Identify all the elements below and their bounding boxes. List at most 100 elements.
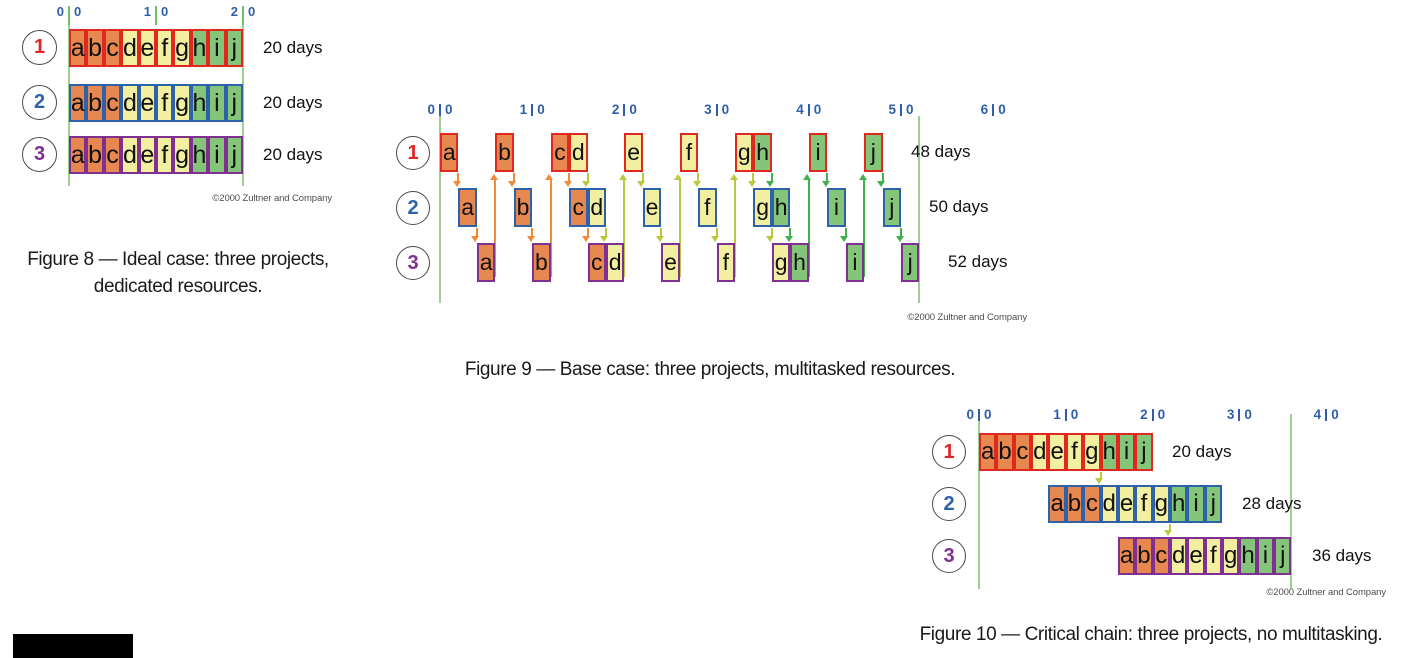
axis-tick-digit: 2 <box>1140 407 1148 422</box>
task-box: j <box>225 29 243 67</box>
axis-tick-digit: 0 <box>537 102 545 117</box>
dependency-arrow-shaft <box>623 179 626 277</box>
dependency-arrow-shaft <box>494 179 497 277</box>
axis-tick-digit: 0 <box>74 4 82 19</box>
task-box: j <box>864 133 883 172</box>
arrow-head <box>508 180 517 187</box>
task-box: b <box>86 84 104 122</box>
redaction-bar <box>13 634 133 658</box>
task-box: a <box>1048 485 1066 523</box>
arrow-head <box>655 235 664 242</box>
axis-tick-digit: 4 <box>796 102 804 117</box>
axis-tick-mark <box>978 409 980 421</box>
task-box: f <box>1065 433 1084 471</box>
dependency-arrow-shaft <box>457 173 460 182</box>
axis-tick-digit: 5 <box>888 102 896 117</box>
arrow-head <box>766 235 775 242</box>
task-box: i <box>1187 485 1205 523</box>
figure-10-caption: Figure 10 — Critical chain: three projec… <box>876 621 1425 648</box>
task-box: a <box>69 84 87 122</box>
task-box: f <box>1204 537 1223 575</box>
axis-tick-mark <box>992 104 995 116</box>
task-box: a <box>458 188 477 227</box>
task-box: e <box>138 84 156 122</box>
dependency-arrow-shaft <box>641 173 644 182</box>
task-box: d <box>587 188 606 227</box>
task-box: i <box>208 29 226 67</box>
arrow-head <box>729 174 738 180</box>
axis-tick-digit: 0 <box>1244 407 1252 422</box>
figure-9-copyright: ©2000 Zultner and Company <box>907 312 1027 323</box>
task-box: c <box>550 133 570 172</box>
task-box: j <box>1204 485 1223 523</box>
task-box: a <box>440 133 459 172</box>
arrow-head <box>600 235 609 242</box>
task-box: g <box>173 136 191 174</box>
arrow-head <box>489 174 498 180</box>
task-box: d <box>1100 485 1118 523</box>
figure-10-copyright: ©2000 Zultner and Company <box>1266 587 1386 598</box>
project-number-circle: 3 <box>932 539 966 573</box>
task-box: d <box>1169 537 1188 575</box>
task-box: a <box>979 433 997 471</box>
dependency-arrow-shaft <box>770 173 773 182</box>
task-box: f <box>698 188 717 227</box>
arrow-head <box>1164 529 1173 536</box>
axis-tick-digit: 0 <box>445 102 453 117</box>
arrow-head <box>1095 477 1104 484</box>
axis-tick-mark <box>155 6 157 25</box>
timeline-guide-line <box>439 116 441 303</box>
axis-tick-mark <box>900 104 902 116</box>
axis-tick-digit: 4 <box>1313 407 1322 422</box>
task-box: h <box>753 133 772 172</box>
task-box: c <box>1013 433 1032 471</box>
dependency-arrow-shaft <box>734 179 737 277</box>
timeline-guide-line <box>918 116 921 303</box>
task-box: h <box>190 29 209 67</box>
dependency-arrow-shaft <box>475 228 478 237</box>
figure-10-caption-line-1: Figure 10 — Critical chain: three projec… <box>919 624 1383 645</box>
project-number-circle: 1 <box>932 435 966 469</box>
dependency-arrow-shaft <box>604 228 607 237</box>
arrow-head <box>563 180 572 187</box>
dependency-arrow-shaft <box>568 173 571 182</box>
arrow-head <box>711 235 720 242</box>
timeline-guide-line <box>978 414 980 589</box>
task-box: j <box>882 188 901 227</box>
axis-tick-digit: 0 <box>629 102 637 117</box>
axis-tick-mark <box>531 104 534 116</box>
project-number-circle: 1 <box>22 30 57 65</box>
figure-9-caption-line-1: Figure 9 — Base case: three projects, mu… <box>464 359 956 380</box>
task-box: b <box>532 243 551 282</box>
task-box: f <box>1135 485 1153 523</box>
task-box: i <box>827 188 846 227</box>
duration-label: 36 days <box>1312 546 1372 565</box>
task-box: g <box>735 133 754 172</box>
figure-9-caption: Figure 9 — Base case: three projects, mu… <box>425 356 995 383</box>
task-box: d <box>605 243 625 282</box>
task-box: c <box>103 136 122 174</box>
axis-tick-mark <box>807 104 810 116</box>
duration-label: 20 days <box>263 38 323 57</box>
arrow-head <box>674 174 683 180</box>
dependency-arrow-shaft <box>678 179 681 277</box>
arrow-head <box>471 235 480 242</box>
arrow-head <box>582 235 591 242</box>
arrow-head <box>821 180 830 187</box>
axis-tick-digit: 0 <box>1157 407 1166 422</box>
figure-8-copyright: ©2000 Zultner and Company <box>212 193 332 204</box>
arrow-head <box>452 180 461 187</box>
axis-tick-digit: 2 <box>611 102 620 117</box>
task-box: a <box>69 29 87 67</box>
